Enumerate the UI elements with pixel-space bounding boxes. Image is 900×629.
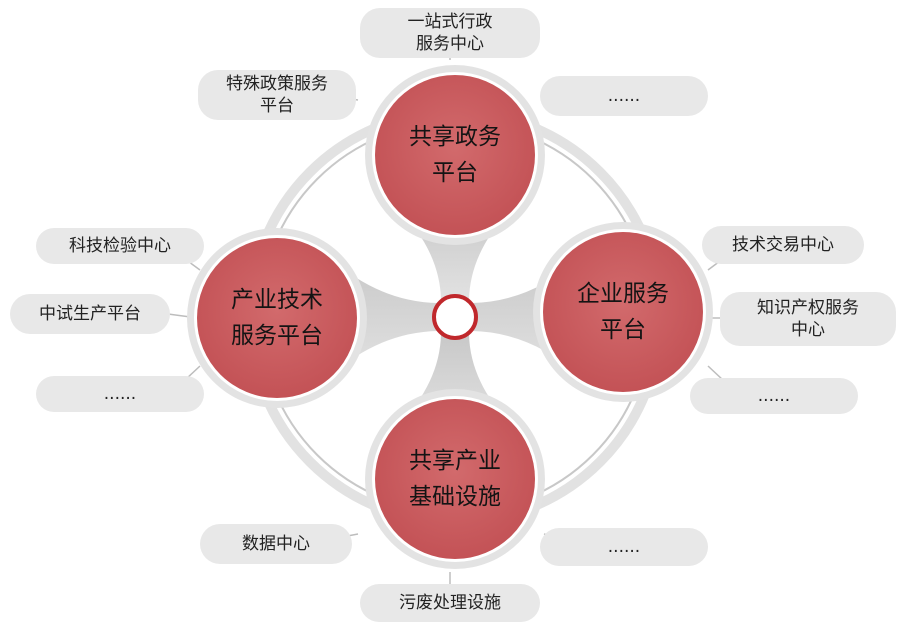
pill-label-line: 污废处理设施 [399, 593, 501, 613]
pill-data-center: 数据中心 [200, 524, 352, 564]
pill-ellipsis: ...... [540, 76, 708, 116]
pill-label-line: 中心 [791, 320, 825, 340]
pill-label-line: 科技检验中心 [69, 236, 171, 256]
pill-label-line: ...... [103, 384, 137, 404]
pill-label-line: 技术交易中心 [732, 235, 834, 255]
pill-waste-treatment-facility: 污废处理设施 [360, 584, 540, 622]
pill-ellipsis: ...... [690, 378, 858, 414]
pill-one-stop-admin-center: 一站式行政 服务中心 [360, 8, 540, 58]
pill-ellipsis: ...... [540, 528, 708, 566]
pill-label-line: 中试生产平台 [39, 304, 141, 324]
pill-label-line: 平台 [260, 96, 294, 116]
hub-right-circle [533, 222, 713, 402]
pill-label-line: 特殊政策服务 [226, 74, 328, 94]
hub-bottom-circle [365, 389, 545, 569]
pill-label-line: 服务中心 [416, 34, 484, 54]
pill-label-line: 一站式行政 [407, 12, 493, 32]
pill-label-line: ...... [607, 86, 641, 106]
pill-tech-inspection-center: 科技检验中心 [36, 228, 204, 264]
pill-special-policy-platform: 特殊政策服务 平台 [198, 70, 356, 120]
center-ring [432, 294, 478, 340]
pill-tech-trading-center: 技术交易中心 [702, 226, 864, 264]
pill-label-line: ...... [607, 537, 641, 557]
pill-pilot-production-platform: 中试生产平台 [10, 294, 170, 334]
hub-top-circle [365, 65, 545, 245]
pill-ellipsis: ...... [36, 376, 204, 412]
hub-left-circle [187, 228, 367, 408]
pill-label-line: 数据中心 [242, 534, 310, 554]
pill-label-line: 知识产权服务 [757, 298, 859, 318]
pill-ip-service-center: 知识产权服务 中心 [720, 292, 896, 346]
pill-label-line: ...... [757, 386, 791, 406]
